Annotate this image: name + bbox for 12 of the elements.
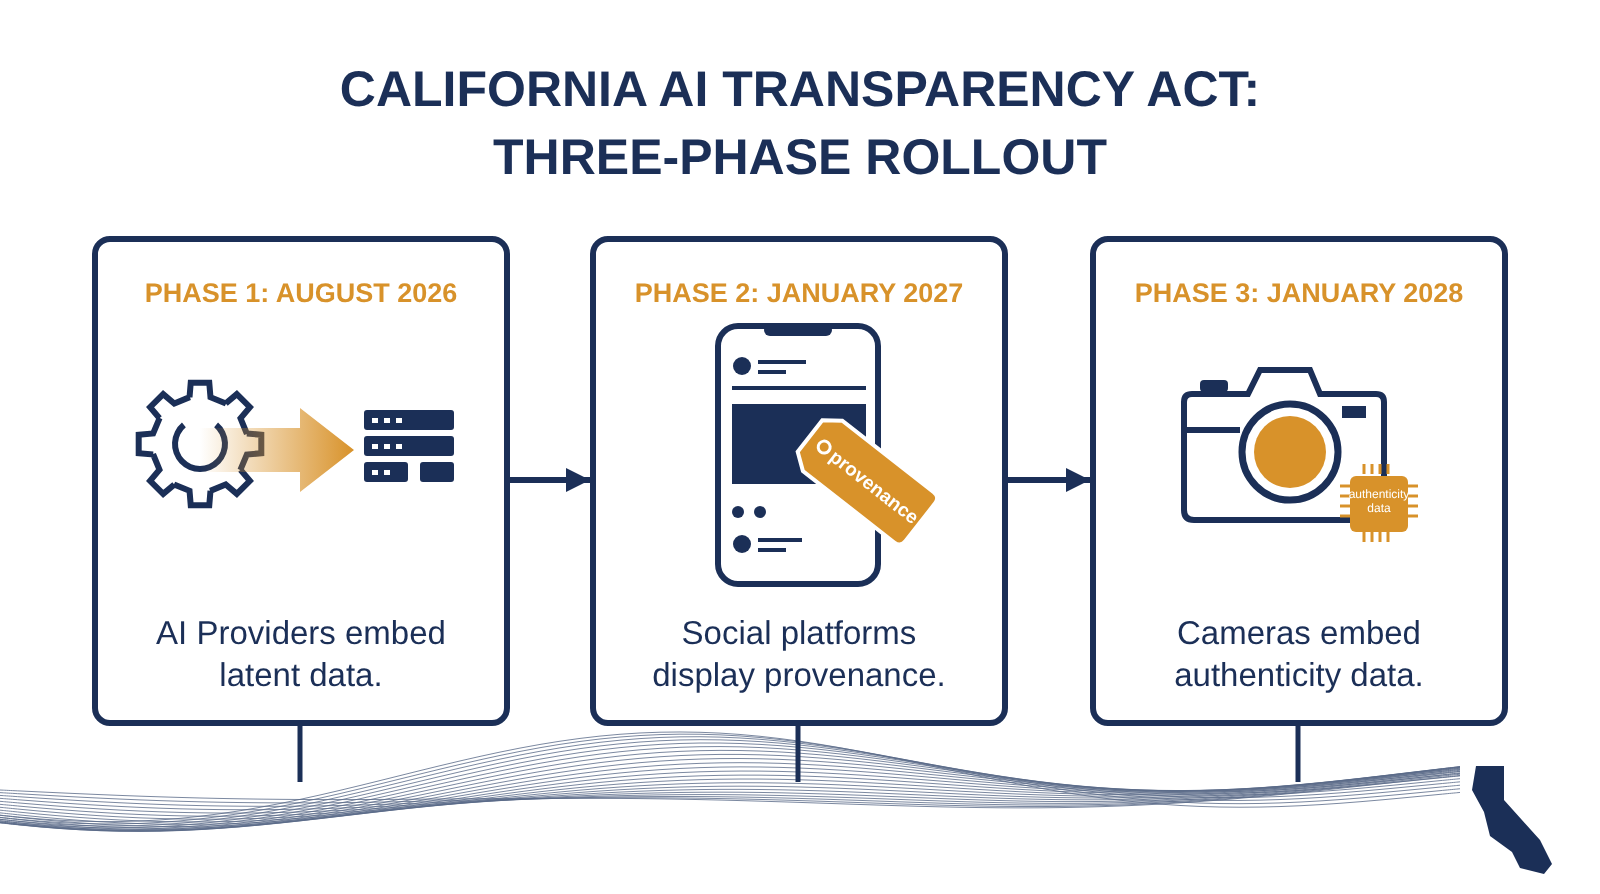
title: CALIFORNIA AI TRANSPARENCY ACT: THREE-PHASE ROLLOUT xyxy=(337,60,1263,190)
phase-card xyxy=(92,236,510,726)
phase-description: AI Providers embed latent data. xyxy=(154,614,448,698)
phase-card xyxy=(590,236,1008,726)
arrow xyxy=(1008,468,1090,492)
arrow xyxy=(510,468,590,492)
phase-heading: PHASE 1: AUGUST 2026 xyxy=(142,278,460,308)
phase-description: Social platforms display provenance. xyxy=(650,614,948,698)
phase-heading: PHASE 3: JANUARY 2028 xyxy=(1132,278,1466,308)
phase-card xyxy=(1090,236,1508,726)
phase-description: Cameras embed authenticity data. xyxy=(1172,614,1426,698)
phase-heading: PHASE 2: JANUARY 2027 xyxy=(632,278,966,308)
